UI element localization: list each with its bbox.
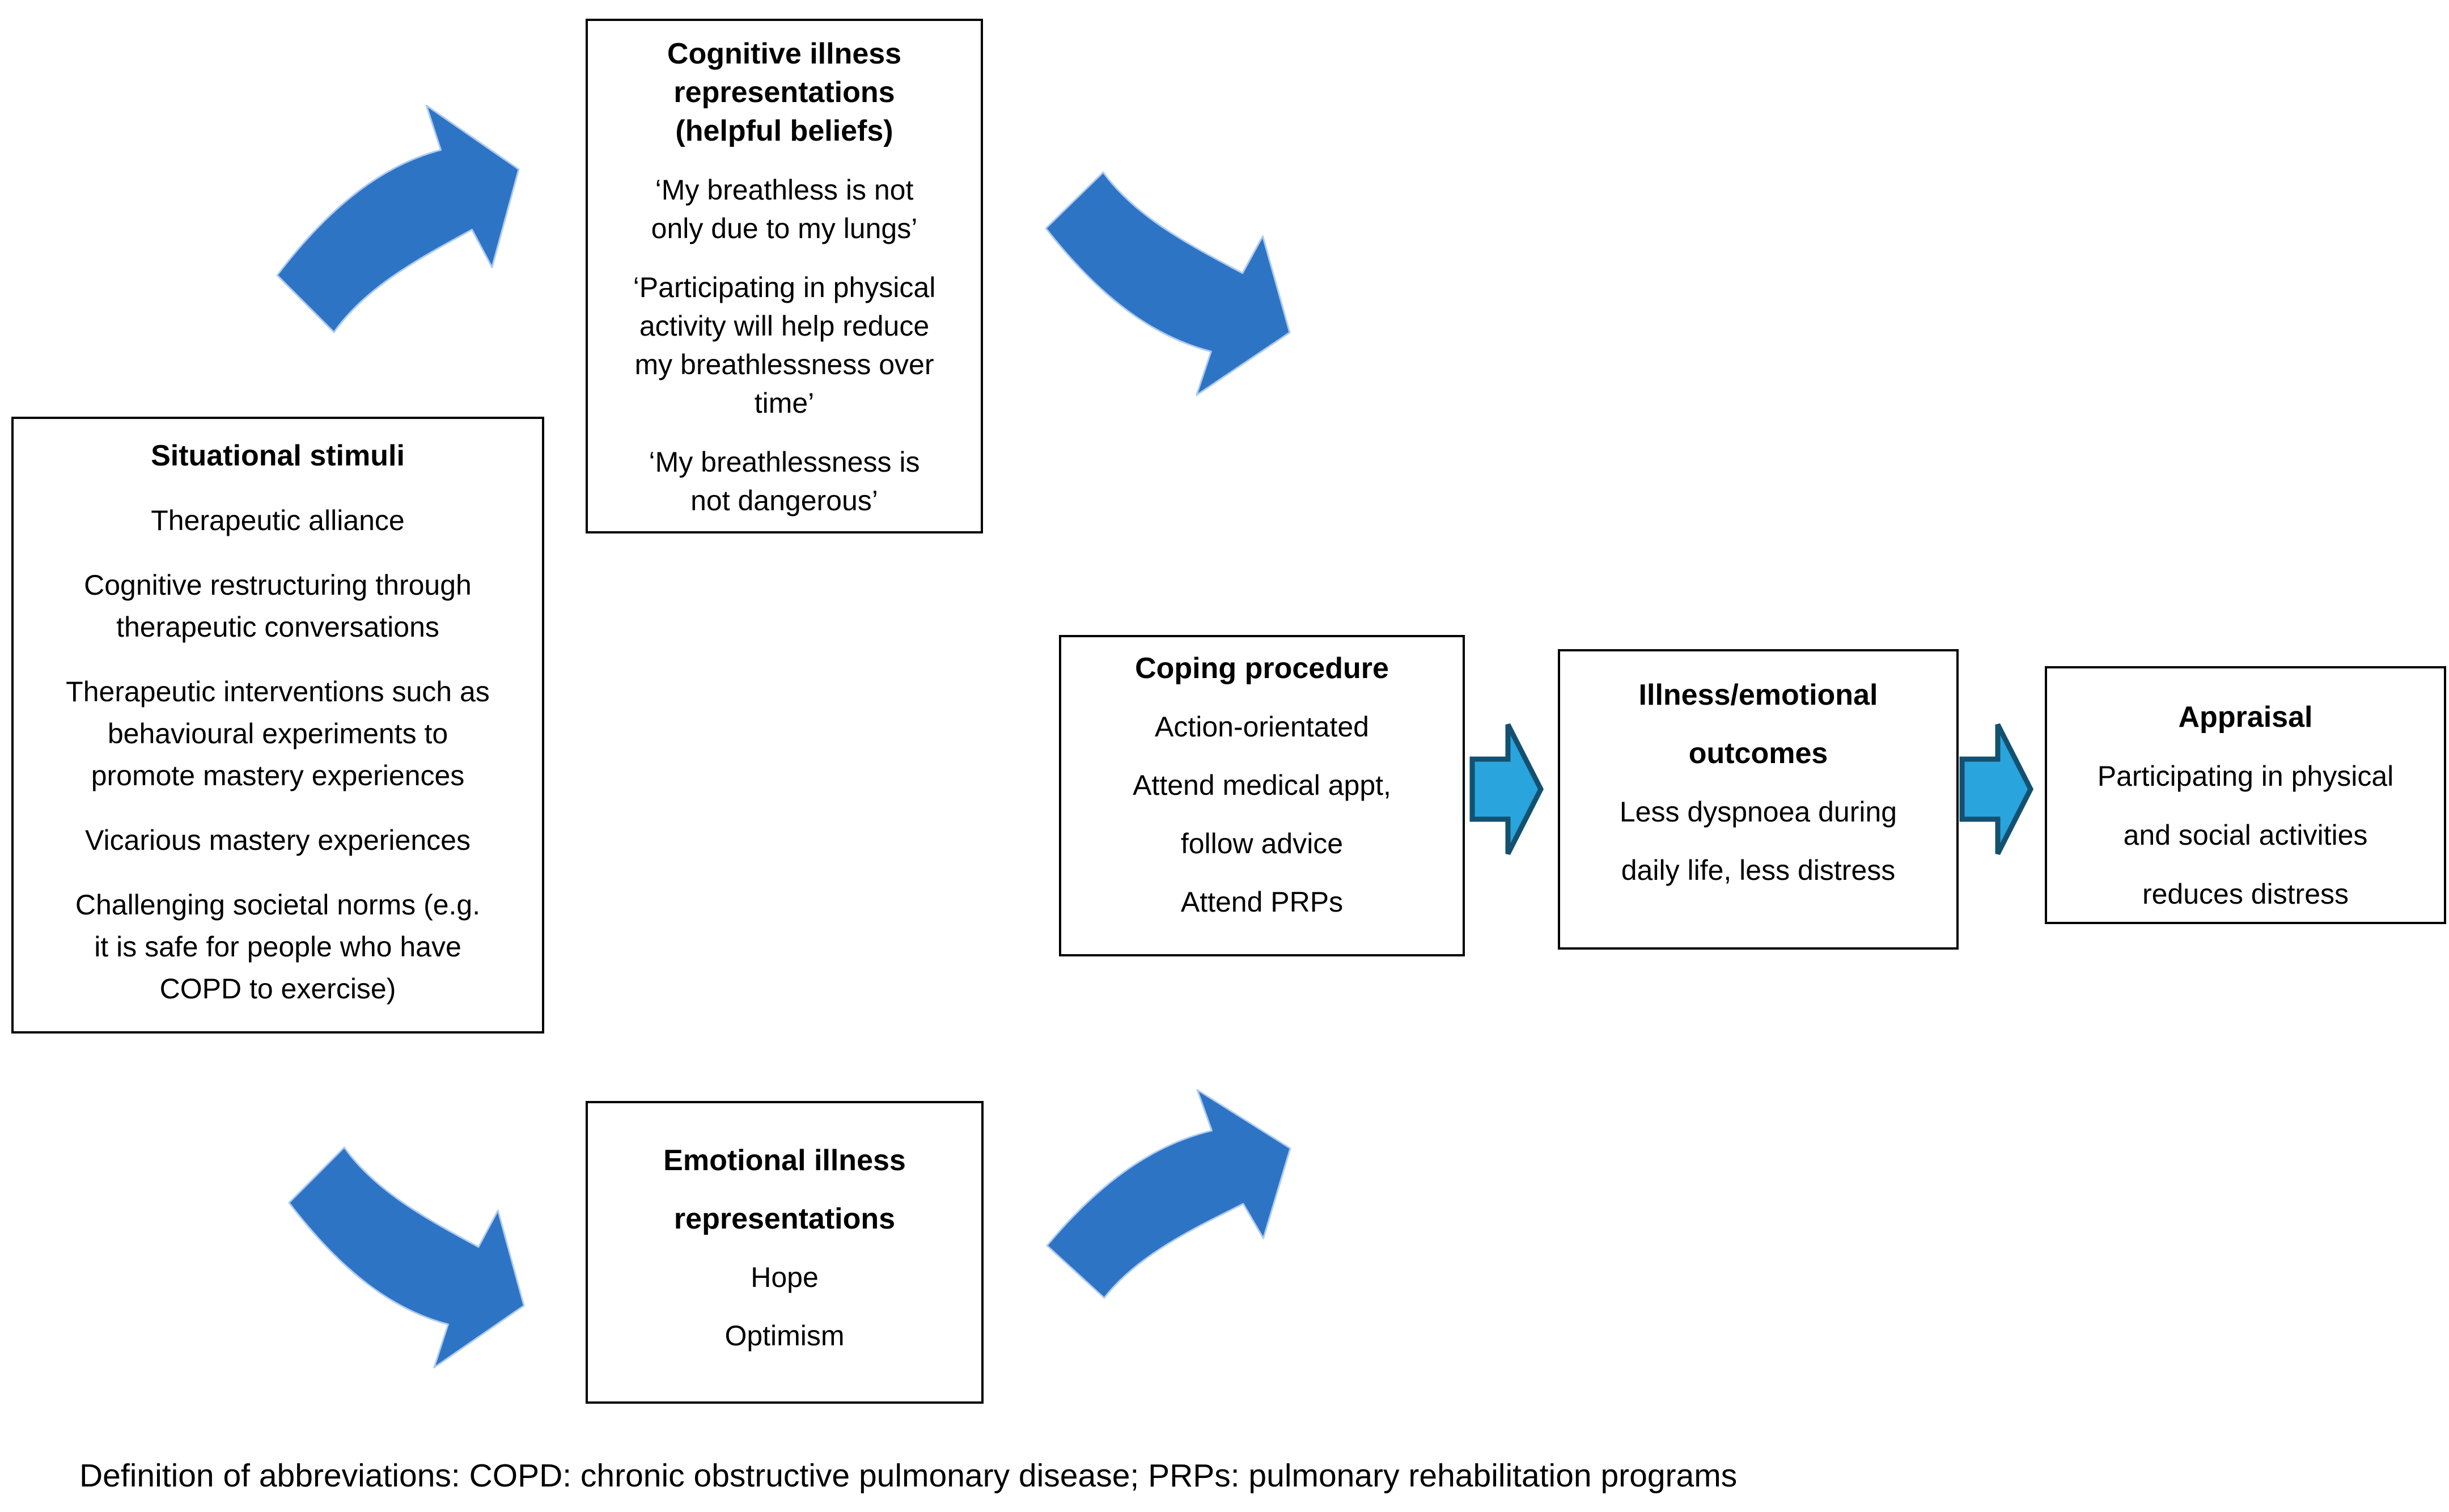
curved-arrow-up-right-icon: [276, 104, 520, 333]
box-line: ‘Participating in physical activity will…: [633, 272, 936, 419]
box-line: Attend PRPs: [1180, 886, 1344, 918]
box-title: Coping procedure: [1135, 652, 1389, 685]
arrow-shape: [1959, 723, 2034, 855]
appraisal-box: Appraisal Participating in physical and …: [2045, 666, 2446, 924]
arrow-shape: [288, 1146, 525, 1369]
coping-procedure-box: Coping procedure Action-orientated Atten…: [1059, 635, 1465, 956]
box-line: and social activities: [2123, 819, 2368, 851]
box-title: Illness/emotional outcomes: [1638, 679, 1878, 770]
emotional-illness-representations-box: Emotional illness representations Hope O…: [586, 1101, 984, 1404]
box-line: Attend medical appt,: [1133, 769, 1391, 801]
arrow-shape: [276, 104, 520, 333]
box-line: reduces distress: [2142, 878, 2349, 910]
box-title: Cognitive illness representations (helpf…: [667, 37, 902, 147]
box-line: Cognitive restructuring through therapeu…: [84, 569, 472, 643]
block-arrow-right-icon: [1959, 723, 2034, 855]
curved-arrow-down-right-icon: [288, 1146, 525, 1369]
arrow-shape: [1469, 723, 1544, 855]
cognitive-illness-representations-box: Cognitive illness representations (helpf…: [586, 19, 983, 533]
box-line: Therapeutic interventions such as behavi…: [66, 676, 490, 791]
block-arrow-right-icon: [1469, 723, 1544, 855]
curved-arrow-down-right-icon: [1045, 171, 1291, 396]
box-title: Appraisal: [2178, 701, 2313, 734]
box-title: Emotional illness representations: [663, 1144, 906, 1235]
box-line: Vicarious mastery experiences: [85, 824, 471, 856]
situational-stimuli-box: Situational stimuli Therapeutic alliance…: [11, 417, 544, 1034]
box-line: Therapeutic alliance: [151, 505, 405, 536]
box-line: follow advice: [1180, 828, 1344, 859]
box-line: ‘My breathless is not only due to my lun…: [651, 174, 918, 244]
arrow-shape: [1045, 171, 1291, 396]
arrow-shape: [1046, 1089, 1291, 1299]
box-line: Challenging societal norms (e.g. it is s…: [75, 889, 481, 1005]
box-line: Optimism: [724, 1320, 845, 1352]
box-line: daily life, less distress: [1621, 854, 1896, 886]
box-line: Less dyspnoea during: [1619, 796, 1897, 828]
box-line: Action-orientated: [1154, 711, 1369, 743]
box-line: ‘My breathlessness is not dangerous’: [649, 446, 920, 516]
box-line: Hope: [751, 1261, 819, 1293]
box-line: Participating in physical: [2097, 760, 2394, 792]
illness-emotional-outcomes-box: Illness/emotional outcomes Less dyspnoea…: [1558, 649, 1959, 950]
abbreviations-footnote: Definition of abbreviations: COPD: chron…: [79, 1458, 1738, 1494]
box-title: Situational stimuli: [151, 439, 405, 472]
curved-arrow-up-right-icon: [1046, 1089, 1291, 1299]
